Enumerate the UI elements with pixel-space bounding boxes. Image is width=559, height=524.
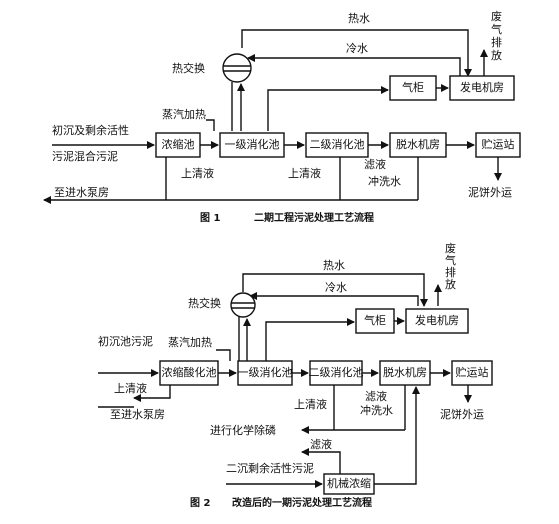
- hot-water-label-2: 热水: [323, 259, 345, 272]
- cold-water-line: [247, 54, 461, 76]
- thickener-label: 浓缩池: [162, 138, 195, 151]
- power-house-label: 发电机房: [460, 80, 504, 94]
- filtrate-label-2: 滤液: [365, 389, 387, 403]
- digester1-label-2: 一级消化池: [238, 365, 293, 379]
- storage-box-2: [451, 360, 493, 386]
- waste-gas-2-char-3: 排: [445, 265, 456, 279]
- hot-water-line-2: [242, 273, 428, 307]
- input-label-2: 初沉池污泥: [98, 334, 153, 348]
- gas-holder-label-2: 气柜: [364, 313, 386, 327]
- supernatant-a-line-2: [133, 385, 171, 402]
- mech-to-dewatering-line: [374, 386, 420, 485]
- filtrate2-line: [301, 448, 341, 474]
- hot-water-label: 热水: [348, 12, 370, 25]
- to-pump-label-2: 至进水泵房: [110, 408, 165, 421]
- digester1-box-2: [237, 360, 293, 386]
- cold-water-label-2: 冷水: [325, 281, 347, 294]
- dewatering-label: 脱水机房: [396, 137, 440, 151]
- mech-thickening-label: 机械浓缩: [327, 476, 371, 490]
- heat-exchange-label-2: 热交换: [188, 296, 221, 310]
- figure2-caption: 改造后的一期污泥处理工艺流程: [232, 496, 372, 509]
- digester2-box-2: [309, 360, 363, 386]
- thickener-acid-box: [159, 360, 219, 386]
- input-label-line-1: 初沉及剩余活性: [52, 123, 129, 137]
- biogas-line: [267, 86, 389, 131]
- to-pump-label: 至进水泵房: [54, 186, 109, 199]
- rinse-water-label: 冲洗水: [368, 174, 401, 188]
- cake-out-label: 泥饼外运: [468, 185, 512, 199]
- figure2-caption-number: 图 2: [190, 497, 210, 509]
- steam-line: [206, 119, 215, 131]
- gas-holder-box-2: [355, 308, 395, 334]
- waste-gas-char-4: 放: [491, 48, 502, 62]
- waste-gas-2-char-2: 气: [445, 253, 456, 267]
- power-house-label-2: 发电机房: [415, 313, 459, 327]
- figure-2: 热水 冷水 废 气 排 放 热交换 气柜 发电机房 蒸汽加热 初沉池污泥 浓缩酸…: [98, 241, 493, 509]
- heat-exchange-label: 热交换: [172, 61, 205, 75]
- steam-line-2: [216, 349, 231, 361]
- rinse-water-label-2: 冲洗水: [360, 403, 393, 417]
- steam-heating-label: 蒸汽加热: [162, 107, 206, 121]
- heat-exchanger-icon-2: [230, 292, 256, 318]
- power-house-box-2: [405, 308, 469, 334]
- dewatering-label-2: 脱水机房: [383, 365, 427, 379]
- cold-water-line-2: [249, 292, 419, 306]
- filtrate2-label: 滤液: [310, 437, 332, 451]
- waste-gas-2-char-4: 放: [445, 277, 456, 291]
- gas-holder-box: [389, 75, 437, 101]
- input-label-line-2: 污泥混合污泥: [52, 149, 118, 163]
- storage-label-2: 贮运站: [456, 365, 489, 379]
- digester2-label: 二级消化池: [310, 137, 365, 151]
- filtrate-label: 滤液: [364, 157, 386, 171]
- digester2-label-2: 二级消化池: [309, 365, 364, 379]
- figure1-caption-number: 图 1: [200, 212, 220, 224]
- supernatant-b-label: 上清液: [288, 166, 321, 180]
- chem-removal-label: 进行化学除磷: [210, 423, 276, 437]
- storage-label: 贮运站: [482, 137, 515, 151]
- figure1-caption: 二期工程污泥处理工艺流程: [254, 211, 374, 224]
- waste-gas-char-1: 废: [491, 9, 502, 23]
- power-house-box: [449, 75, 515, 101]
- digester2-box: [305, 132, 369, 158]
- waste-gas-char-3: 排: [491, 35, 502, 49]
- thickener-acid-label: 浓缩酸化池: [162, 365, 217, 379]
- excess-sludge-label: 二沉剩余活性污泥: [226, 461, 314, 475]
- gas-holder-label: 气柜: [402, 80, 424, 94]
- steam-heating-label-2: 蒸汽加热: [168, 335, 212, 349]
- supernatant-a-label: 上清液: [181, 166, 214, 180]
- digester1-box: [219, 132, 285, 158]
- supernatant-b-label-2: 上清液: [294, 397, 327, 411]
- storage-box: [475, 132, 521, 158]
- heat-exchanger-icon: [222, 53, 252, 83]
- waste-gas-2-char-1: 废: [445, 241, 456, 255]
- supernatant-a-label-2: 上清液: [114, 381, 147, 395]
- waste-gas-char-2: 气: [491, 22, 502, 36]
- figure-1: 热水 冷水 废 气 排 放 热交换 气柜 发电机房 蒸汽加热 初沉及剩余活性 污…: [43, 9, 521, 224]
- cold-water-label: 冷水: [346, 42, 368, 55]
- digester1-label: 一级消化池: [225, 137, 280, 151]
- dewatering-box: [389, 132, 447, 158]
- hot-water-line: [241, 29, 472, 77]
- cake-out-label-2: 泥饼外运: [440, 407, 484, 421]
- biogas-line-2: [265, 318, 355, 361]
